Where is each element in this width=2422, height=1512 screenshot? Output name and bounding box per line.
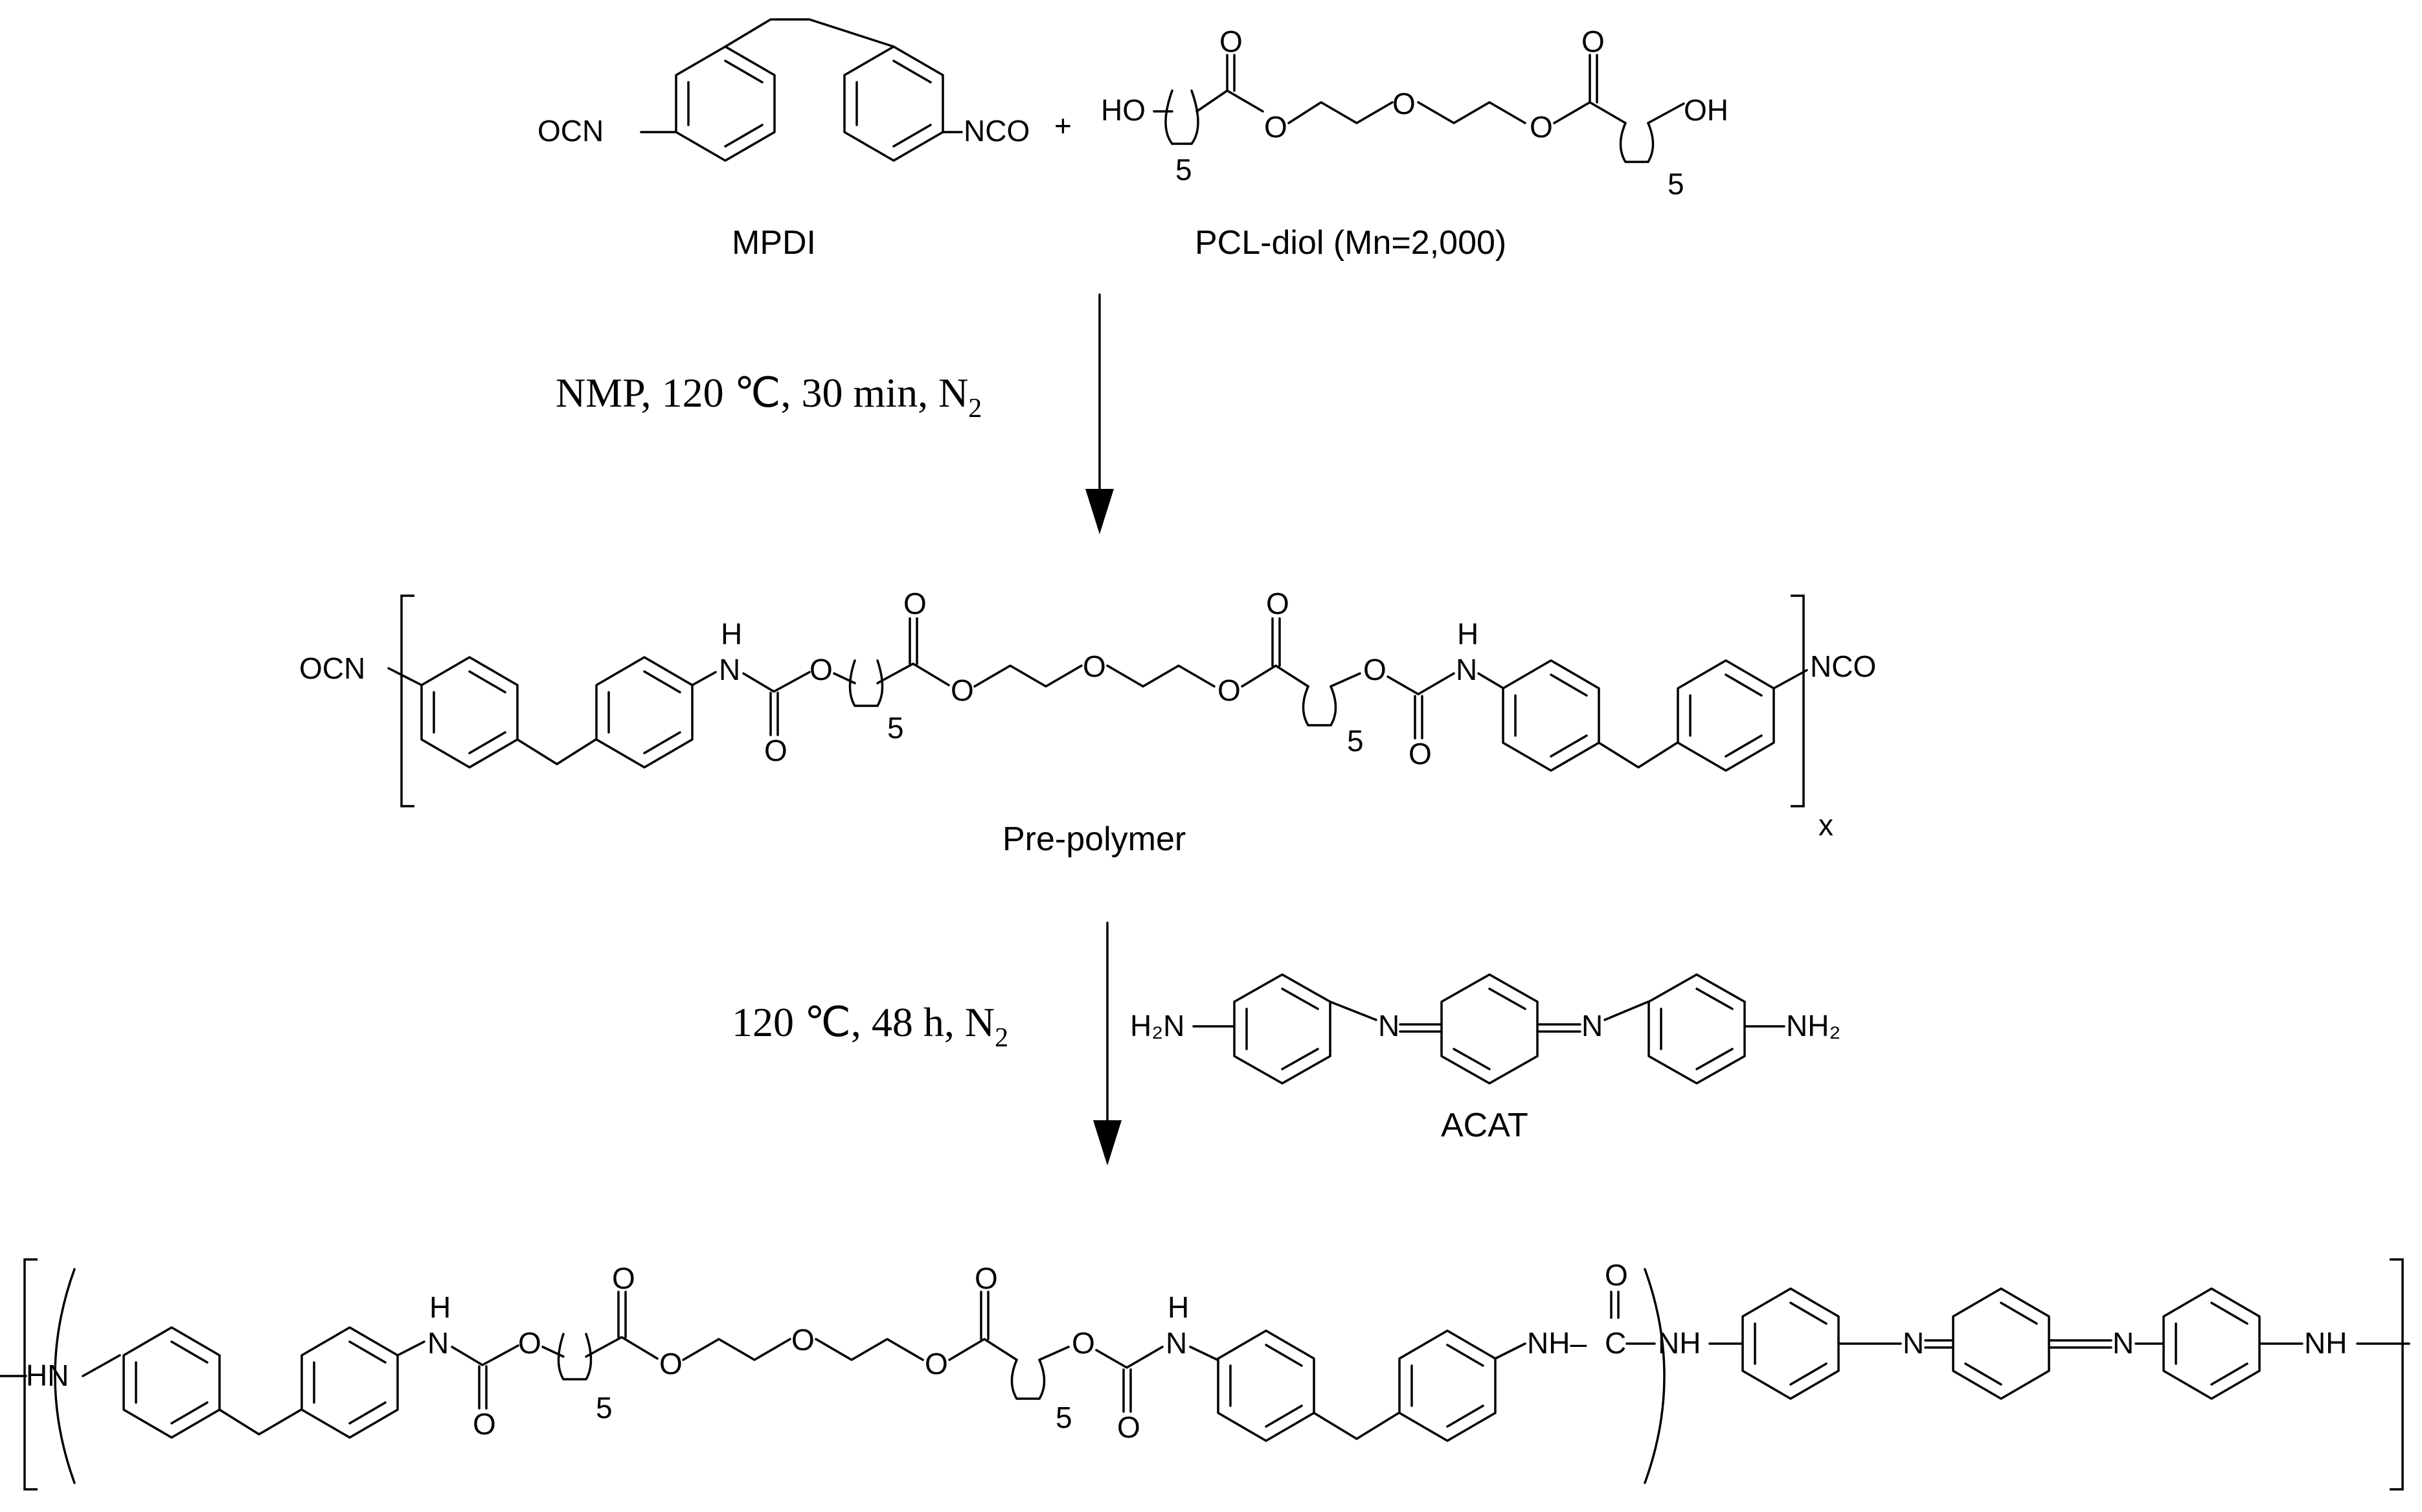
final-subscript-5-right: 5 [1056, 1401, 1072, 1434]
final-nh-dash: NH– [1527, 1326, 1587, 1360]
label-prepolymer: Pre-polymer [1002, 820, 1186, 858]
final-n-2: N [1166, 1326, 1187, 1360]
prepolymer-subscript-5-right: 5 [1347, 724, 1364, 758]
prepolymer-carbonyl-o-1: O [903, 587, 927, 620]
final-ether-o: O [791, 1323, 815, 1357]
conditions-step-1-subscript: 2 [968, 394, 982, 423]
pcl-ester-o-right: O [1530, 110, 1553, 144]
final-n-1: N [427, 1326, 449, 1360]
final-carbonyl-o-2: O [975, 1261, 998, 1295]
final-nh-1: NH [1658, 1326, 1701, 1360]
mpdi-nco-label: NCO [964, 114, 1030, 148]
pcl-ester-o-left: O [1264, 110, 1287, 144]
prepolymer-o-4: O [1363, 653, 1386, 686]
final-imine-n-right: N [2112, 1326, 2134, 1360]
prepolymer-n-right: N [1456, 653, 1477, 686]
prepolymer-carbonyl-o-2: O [1266, 587, 1289, 620]
pcl-diol-structure: HO 5 O O O O O 5 OH [1101, 25, 1728, 201]
final-h-1: H [429, 1291, 451, 1324]
final-imine-n-left: N [1903, 1326, 1924, 1360]
final-o-1: O [518, 1326, 541, 1360]
arrow-step-2 [1093, 921, 1122, 1166]
prepolymer-o-1: O [809, 653, 833, 686]
conditions-step-2: 120 ℃, 48 h, N2 [732, 999, 1008, 1053]
final-polymer-structure: HN N H O O 5 O O O O O 5 O O N [0, 1258, 2410, 1491]
prepolymer-o-3: O [1217, 673, 1241, 707]
final-o-3: O [925, 1347, 948, 1381]
prepolymer-h-right: H [1457, 617, 1478, 651]
final-h-2: H [1168, 1291, 1189, 1324]
acat-nh2-label: NH₂ [1786, 1009, 1840, 1043]
mpdi-ocn-label: OCN [538, 114, 604, 148]
conditions-step-1: NMP, 120 ℃, 30 min, N2 [556, 370, 982, 423]
final-carbonyl-o-1: O [612, 1261, 635, 1295]
final-carbamate-o-2: O [1117, 1410, 1140, 1444]
pcl-ether-o: O [1392, 87, 1416, 120]
conditions-step-1-text: NMP, 120 ℃, 30 min, N [556, 370, 968, 416]
final-hn-label: HN [26, 1359, 69, 1392]
prepolymer-structure: OCN N H O O 5 O O O O O 5 O [299, 587, 1876, 842]
conditions-step-2-text: 120 ℃, 48 h, N [732, 999, 995, 1045]
prepolymer-o-2: O [951, 673, 974, 707]
arrow-step-1 [1085, 293, 1114, 534]
final-nh-2: NH [2304, 1326, 2347, 1360]
prepolymer-carbamate-o-right: O [1409, 737, 1432, 771]
prepolymer-nco-label: NCO [1810, 649, 1876, 683]
prepolymer-n-left: N [719, 653, 740, 686]
final-subscript-5-left: 5 [596, 1391, 613, 1425]
conditions-step-2-subscript: 2 [995, 1023, 1008, 1053]
plus-sign: + [1054, 109, 1072, 142]
prepolymer-subscript-x: x [1818, 808, 1833, 842]
pcl-carbonyl-o-left: O [1219, 25, 1243, 58]
mpdi-structure: OCN NCO [538, 18, 1030, 162]
acat-n-right: N [1581, 1009, 1603, 1043]
final-urea-o: O [1605, 1258, 1628, 1292]
prepolymer-ether-o: O [1083, 649, 1106, 683]
label-mpdi: MPDI [732, 224, 816, 262]
pcl-oh-label: OH [1684, 93, 1728, 127]
final-urea-c: C [1605, 1326, 1626, 1360]
pcl-ho-label: HO [1101, 93, 1146, 127]
acat-h2n-label: H₂N [1130, 1009, 1184, 1043]
final-carbamate-o-1: O [473, 1407, 496, 1441]
prepolymer-carbamate-o-left: O [764, 734, 787, 767]
prepolymer-ocn-label: OCN [299, 651, 365, 685]
label-pcl-diol: PCL-diol (Mn=2,000) [1195, 224, 1506, 262]
final-o-4: O [1072, 1326, 1095, 1360]
final-o-2: O [659, 1347, 683, 1381]
label-acat: ACAT [1441, 1107, 1528, 1144]
pcl-subscript-5-left: 5 [1175, 153, 1192, 186]
acat-n-left: N [1378, 1009, 1399, 1043]
pcl-carbonyl-o-right: O [1581, 25, 1605, 58]
prepolymer-subscript-5-left: 5 [887, 711, 904, 745]
prepolymer-h-left: H [721, 617, 742, 651]
pcl-subscript-5-right: 5 [1668, 167, 1684, 201]
acat-structure: H₂N N N NH₂ [1130, 973, 1840, 1085]
